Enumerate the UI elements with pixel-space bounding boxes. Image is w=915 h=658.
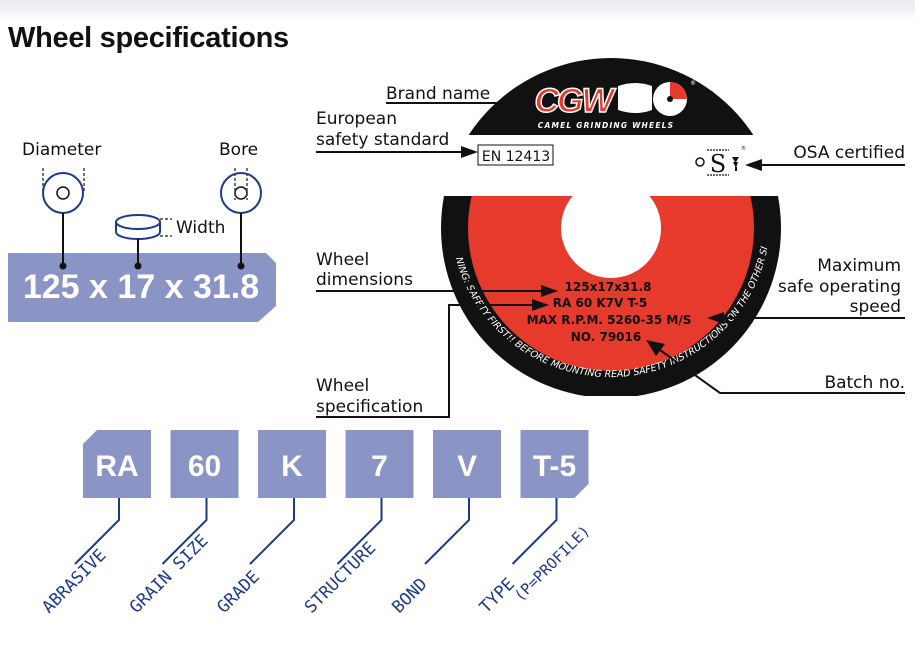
spec-connector-5 [511, 498, 558, 565]
brand-logo-text: CGW [534, 82, 616, 120]
wheel-batch-text: NO. 79016 [571, 330, 641, 344]
spec-badge-1 [170, 430, 239, 498]
spec-badge-0 [83, 430, 151, 498]
svg-text:®: ® [741, 145, 746, 152]
wheel-top-disk [468, 58, 754, 135]
wheel-spec-text: RA 60 K7V T-5 [553, 296, 647, 310]
size-badge [8, 253, 276, 322]
label-diameter: Diameter [22, 140, 102, 160]
spec-caption-4: BOND [388, 574, 431, 617]
label-wheel-spec-1: Wheel [316, 376, 370, 396]
wheel-label-disk [441, 196, 781, 396]
wheel-rpm-text: MAX R.P.M. 5260-35 M/S [527, 313, 692, 327]
spec-connector-1 [161, 498, 208, 565]
spec-caption-0: ABRASIVE [38, 545, 110, 617]
spec-code-3: 7 [371, 450, 388, 483]
svg-text:S: S [710, 150, 726, 178]
wheel-label-text: 125x17x31.8 RA 60 K7V T-5 MAX R.P.M. 526… [527, 280, 692, 344]
label-speed: speed [849, 297, 901, 317]
label-osa-certified: OSA certified [793, 143, 905, 163]
label-batch-no: Batch no. [824, 373, 905, 393]
spec-badge-2 [258, 430, 326, 498]
width-icon [115, 214, 172, 240]
spec-code-5: T-5 [533, 450, 576, 483]
label-european: European [316, 109, 397, 129]
osa-logo-icon: S ® [695, 145, 746, 178]
diameter-icon [42, 168, 85, 214]
spec-caption-extra-5: (P=PROFILE) [511, 522, 594, 605]
bore-icon [220, 168, 262, 214]
brand-logo: CGW ® CAMEL GRINDING WHEELS [534, 80, 696, 130]
spec-caption-3: STRUCTURE [301, 538, 380, 617]
spec-caption-1: GRAIN SIZE [126, 531, 213, 618]
en-standard-box [477, 144, 554, 166]
label-maximum: Maximum [817, 256, 901, 276]
wheel-dim-text: 125x17x31.8 [565, 280, 652, 294]
brand-tagline: CAMEL GRINDING WHEELS [538, 121, 675, 130]
spec-connector-4 [424, 498, 470, 565]
label-safety-standard: safety standard [316, 130, 450, 150]
label-wheel-dim-2: dimensions [316, 270, 413, 290]
label-bore: Bore [219, 140, 259, 160]
label-width: Width [176, 218, 226, 238]
label-wheel-dim-1: Wheel [316, 250, 370, 270]
spec-code-1: 60 [188, 450, 221, 483]
label-brand-name: Brand name [386, 84, 491, 104]
page-title: Wheel specifications [8, 22, 289, 54]
pointer-lines [316, 97, 905, 418]
spec-code-2: K [281, 450, 303, 483]
svg-text:®: ® [690, 80, 696, 87]
spec-code-0: RA [95, 450, 138, 483]
label-safe-operating: safe operating [777, 277, 901, 297]
spec-connector-0 [74, 498, 120, 565]
label-wheel-spec-2: specification [316, 397, 424, 417]
spec-badge-5 [520, 430, 589, 498]
spec-code-4: V [457, 450, 477, 483]
en-standard-text: EN 12413 [482, 149, 550, 165]
spec-caption-5: TYPE [476, 574, 519, 617]
spec-caption-2: GRADE [213, 567, 263, 617]
spec-connector-3 [336, 498, 383, 565]
spec-badge-4 [433, 430, 501, 498]
spec-connector-2 [249, 498, 295, 565]
spec-badge-3 [345, 430, 414, 498]
top-fade [0, 0, 915, 22]
size-value: 125 x 17 x 31.8 [23, 268, 259, 306]
